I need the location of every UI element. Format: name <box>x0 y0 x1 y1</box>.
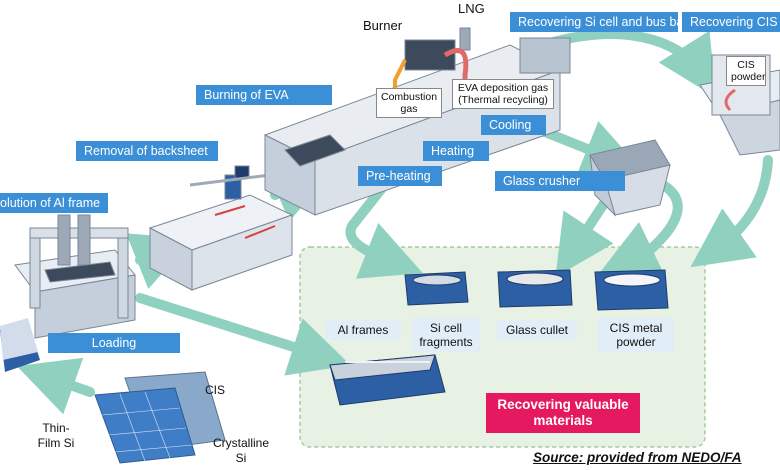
al-frame-machine <box>14 214 136 339</box>
recovering-si-label: Recovering Si cell and bus bar <box>510 12 688 32</box>
source-note: Source: provided from NEDO/FA <box>533 450 742 465</box>
si-fragments-label: Si cell fragments <box>412 318 480 352</box>
solar-panels <box>94 371 226 464</box>
cis-metal-label: CIS metal powder <box>598 318 674 352</box>
glass-cullet-label: Glass cullet <box>497 320 577 340</box>
combustion-gas-note: Combustion gas <box>376 88 442 118</box>
removal-backsheet-label: Removal of backsheet <box>76 141 218 161</box>
crystalline-label: Crystalline Si <box>212 436 269 465</box>
eva-gas-note: EVA deposition gas (Thermal recycling) <box>452 79 554 109</box>
backsheet-machine <box>148 165 294 291</box>
glass-crusher-label: Glass crusher <box>495 171 625 191</box>
cis-panel-label: CIS <box>205 383 226 397</box>
al-frame-label: olution of Al frame <box>0 193 108 213</box>
cooling-label: Cooling <box>481 115 546 135</box>
recovering-materials-box: Recovering valuable materials <box>486 393 640 433</box>
loading-label: Loading <box>48 333 180 353</box>
burner-label: Burner <box>363 18 403 33</box>
burning-eva-label: Burning of EVA <box>196 85 332 105</box>
thin-film-label: Thin-Film Si <box>37 421 75 450</box>
al-frames-label: Al frames <box>325 320 401 340</box>
recovering-cis-label: Recovering CIS lay <box>682 12 780 32</box>
panel-stack <box>0 318 40 372</box>
lng-label: LNG <box>458 1 485 16</box>
cis-powder-note: CIS powder <box>726 56 766 86</box>
heating-label: Heating <box>423 141 489 161</box>
pre-heating-label: Pre-heating <box>358 166 442 186</box>
collection-bins <box>329 269 669 406</box>
cis-machine <box>699 54 780 156</box>
